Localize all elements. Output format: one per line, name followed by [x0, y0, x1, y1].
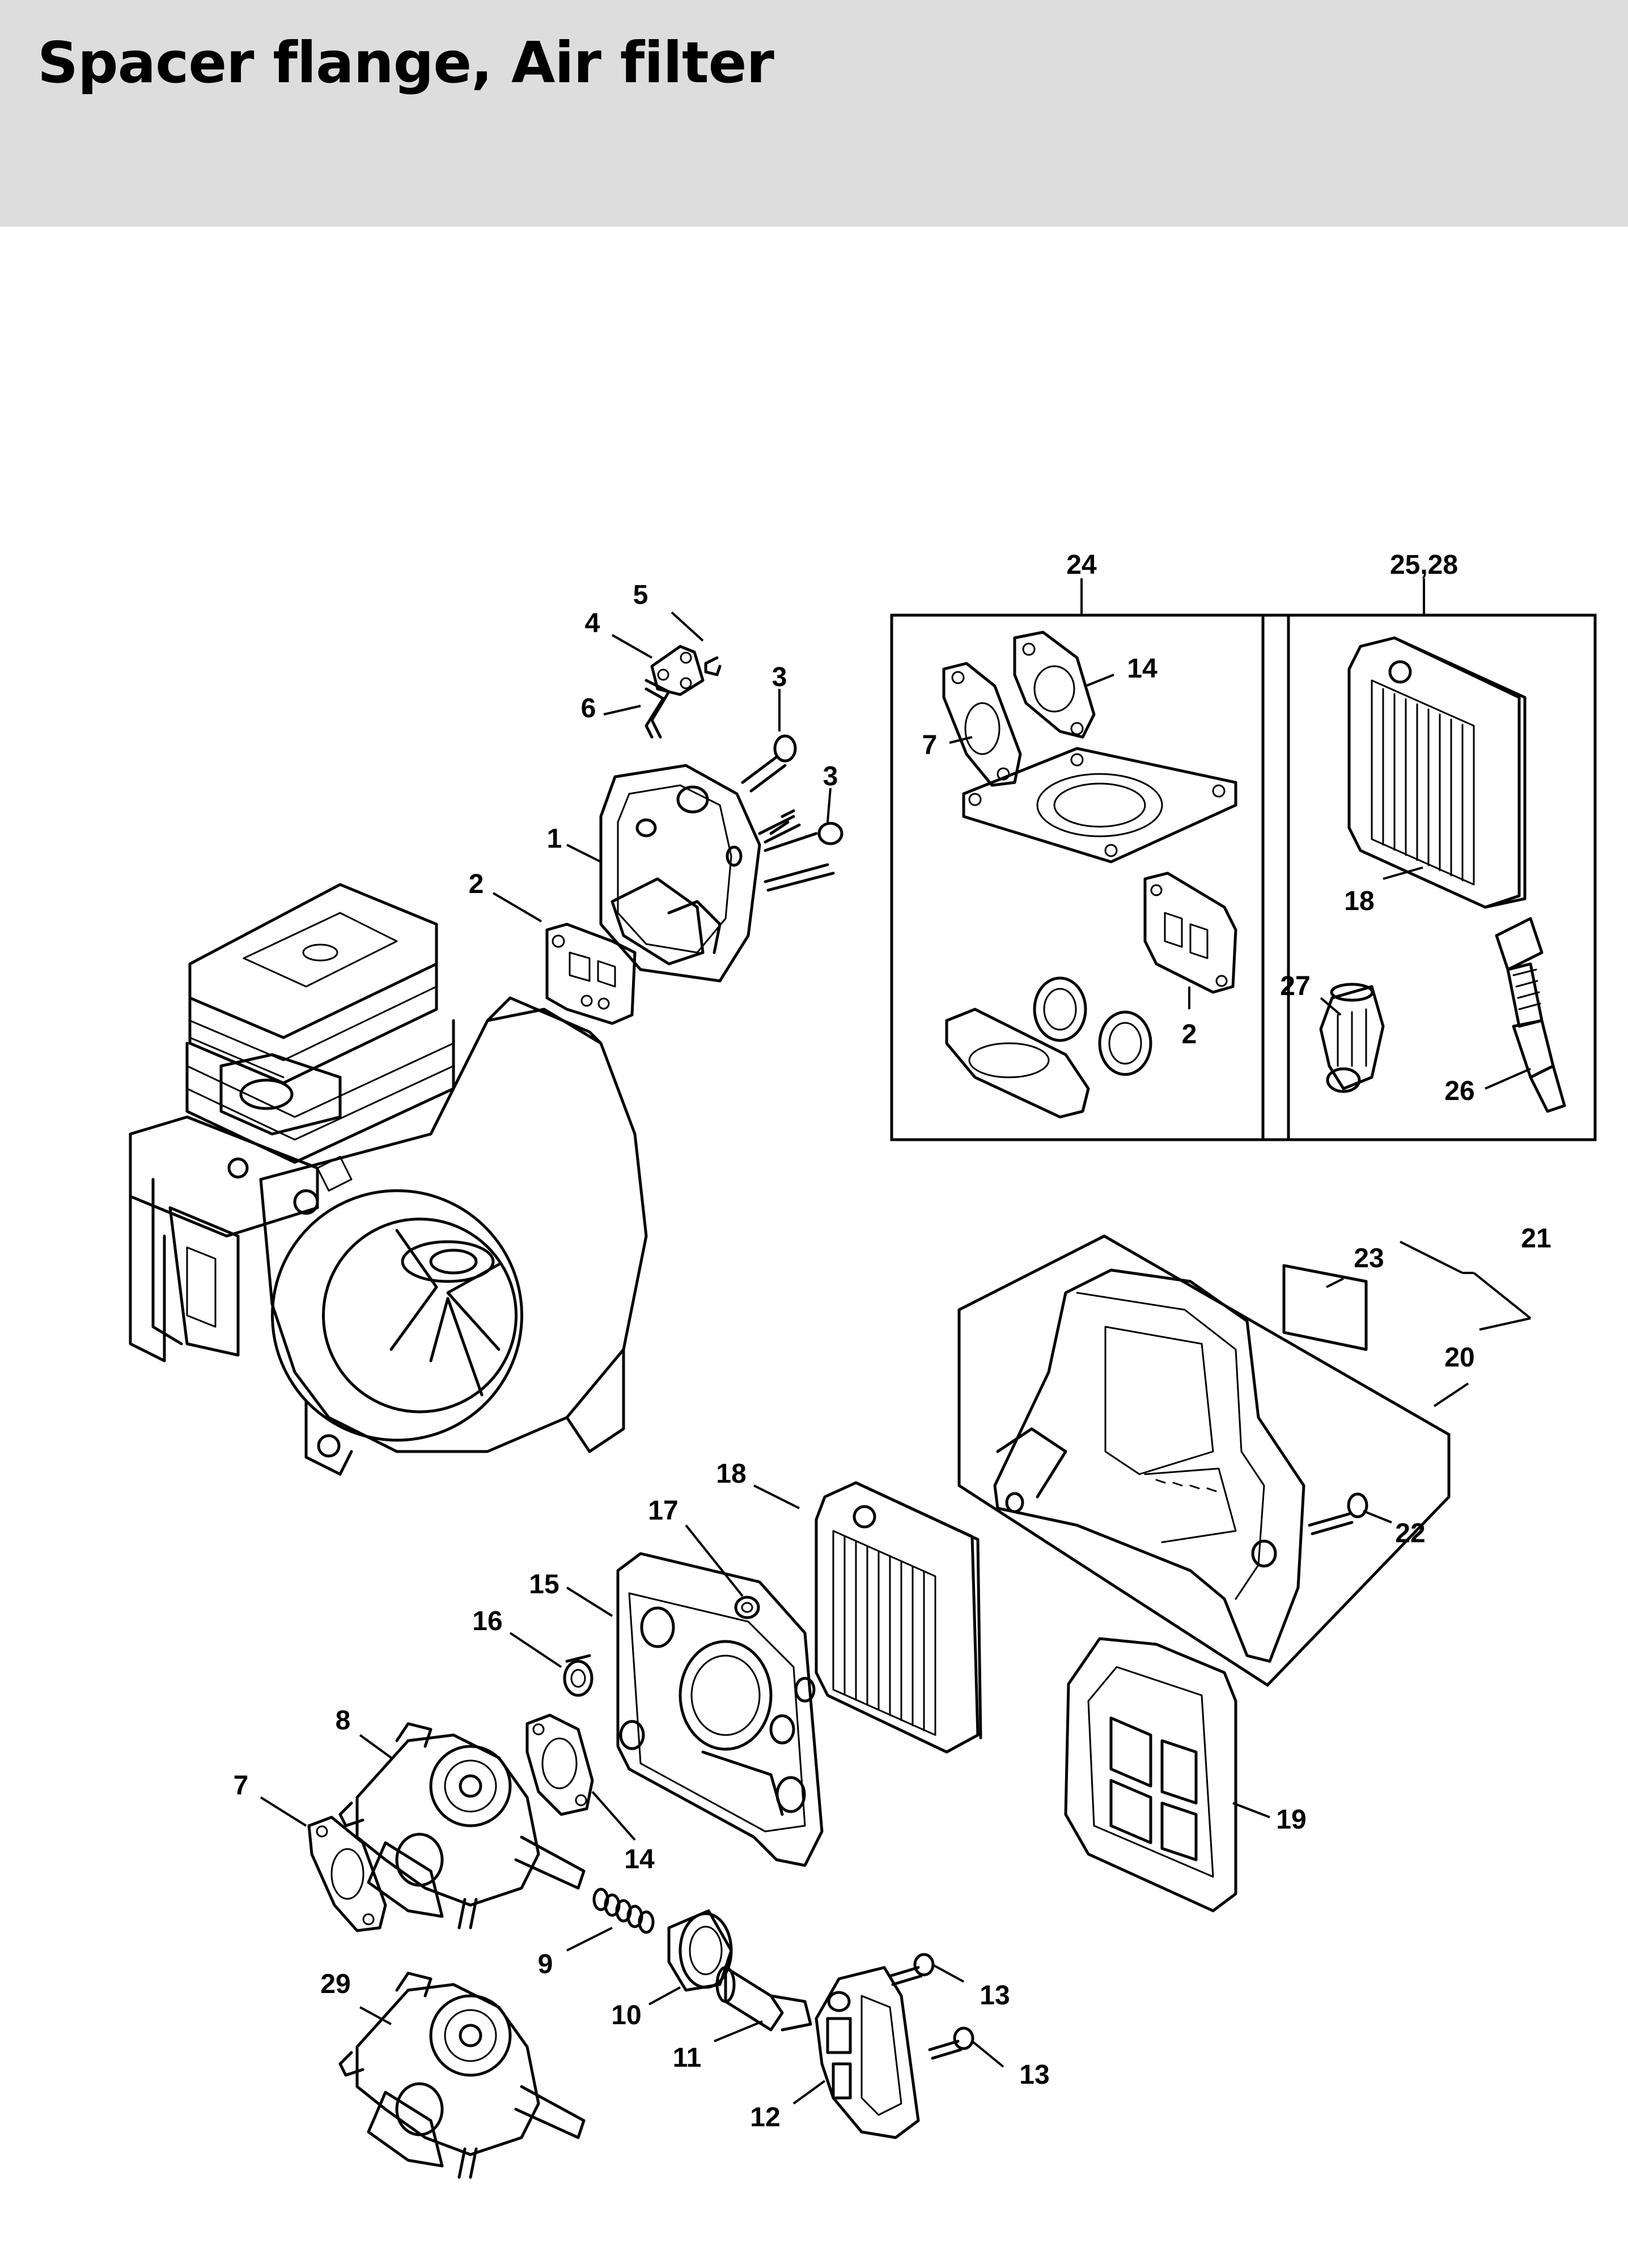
callout-24: 24	[1066, 550, 1097, 580]
plug-16-part	[563, 1654, 593, 1697]
fuel-pickup-27-part	[1319, 983, 1385, 1093]
screw-22-part	[1308, 1492, 1368, 1535]
carburetor-8-part	[338, 1722, 586, 1930]
muffler-gasket-kit-part	[945, 1008, 1090, 1119]
callout-19: 19	[1276, 1805, 1306, 1835]
callout-21: 21	[1521, 1224, 1551, 1254]
gasket-2-part	[545, 923, 637, 1025]
callout-17: 17	[648, 1496, 678, 1526]
callout-12: 12	[750, 2102, 780, 2132]
kit-box-service-kit	[1261, 613, 1597, 1141]
callout-15: 15	[529, 1569, 559, 1600]
callout-29: 29	[320, 1969, 350, 1999]
callout-4: 4	[585, 608, 600, 638]
filter-base-15-part	[616, 1552, 824, 1867]
gasket-14-kit-part	[1013, 631, 1096, 739]
callout-6: 6	[581, 693, 596, 723]
cylinder-gasket-kit-part	[962, 747, 1237, 864]
engine-block-illustration	[129, 883, 648, 1476]
callout-labels: 5 4 6 3 3 1 2 24 25,28 14 7 2 18 27 26 2…	[234, 550, 1551, 2132]
callout-3-lower: 3	[823, 761, 838, 792]
callout-18-kit: 18	[1344, 886, 1374, 916]
spark-plug-26-part	[1495, 917, 1566, 1113]
callout-22: 22	[1395, 1518, 1425, 1548]
page-title: Spacer flange, Air filter	[37, 29, 774, 96]
callout-18: 18	[716, 1459, 746, 1489]
callout-7: 7	[234, 1771, 249, 1801]
label-23-part	[1282, 1264, 1368, 1351]
header-bar: Spacer flange, Air filter	[0, 0, 1628, 227]
lever-4-part	[650, 645, 705, 696]
nut-17-part	[734, 1596, 760, 1619]
gasket-7-part	[307, 1816, 387, 1932]
callout-25-28: 25,28	[1390, 550, 1458, 580]
callout-16: 16	[472, 1606, 502, 1636]
filter-cover-20-part	[993, 1268, 1305, 1663]
callout-27: 27	[1280, 971, 1310, 1001]
callout-10: 10	[611, 2000, 641, 2030]
air-filter-18-part	[815, 1481, 982, 1754]
shaft-11-part	[715, 1966, 812, 2032]
carburetor-29-part	[338, 1971, 586, 2179]
screw-13-lower-part	[928, 2026, 974, 2060]
kit-box-gasket-set	[890, 613, 1290, 1141]
callout-5: 5	[633, 580, 648, 610]
kit-box-air-filter-cover	[957, 1234, 1451, 1687]
callout-1: 1	[547, 824, 562, 854]
callout-3-upper: 3	[772, 662, 787, 692]
callout-2: 2	[469, 869, 484, 899]
spring-6-part	[645, 679, 671, 739]
callout-8: 8	[336, 1706, 351, 1736]
callout-14-kit: 14	[1127, 654, 1158, 684]
spacer-flange-part	[599, 764, 761, 983]
oil-seal-kit-part	[1033, 976, 1152, 1076]
spring-9-part	[592, 1888, 655, 1934]
handle-12-part	[815, 1966, 920, 2139]
air-filter-18-kit-part	[1347, 636, 1527, 909]
prefilter-19-part	[1064, 1637, 1237, 1912]
callout-23: 23	[1354, 1243, 1384, 1273]
callout-7-kit: 7	[922, 730, 938, 760]
callout-11: 11	[673, 2043, 702, 2073]
callout-20: 20	[1444, 1343, 1474, 1373]
screw-3-lower-part	[758, 809, 843, 892]
callout-2-kit: 2	[1182, 1019, 1197, 1050]
screw-13-upper-part	[888, 1953, 935, 1986]
leader-lines	[260, 578, 1532, 2105]
screw-3-upper-part	[741, 734, 797, 793]
ring-10-part	[667, 1909, 733, 1992]
callout-26: 26	[1444, 1076, 1474, 1106]
callout-9: 9	[538, 1949, 553, 1979]
clip-5-part	[704, 656, 722, 676]
callout-13-lower: 13	[1019, 2060, 1049, 2090]
gasket-14-part	[525, 1713, 594, 1816]
gasket-7-kit-part	[942, 662, 1022, 787]
gasket-2-kit-part	[1143, 871, 1237, 994]
callout-13-upper: 13	[980, 1981, 1010, 2011]
callout-14: 14	[624, 1844, 655, 1875]
